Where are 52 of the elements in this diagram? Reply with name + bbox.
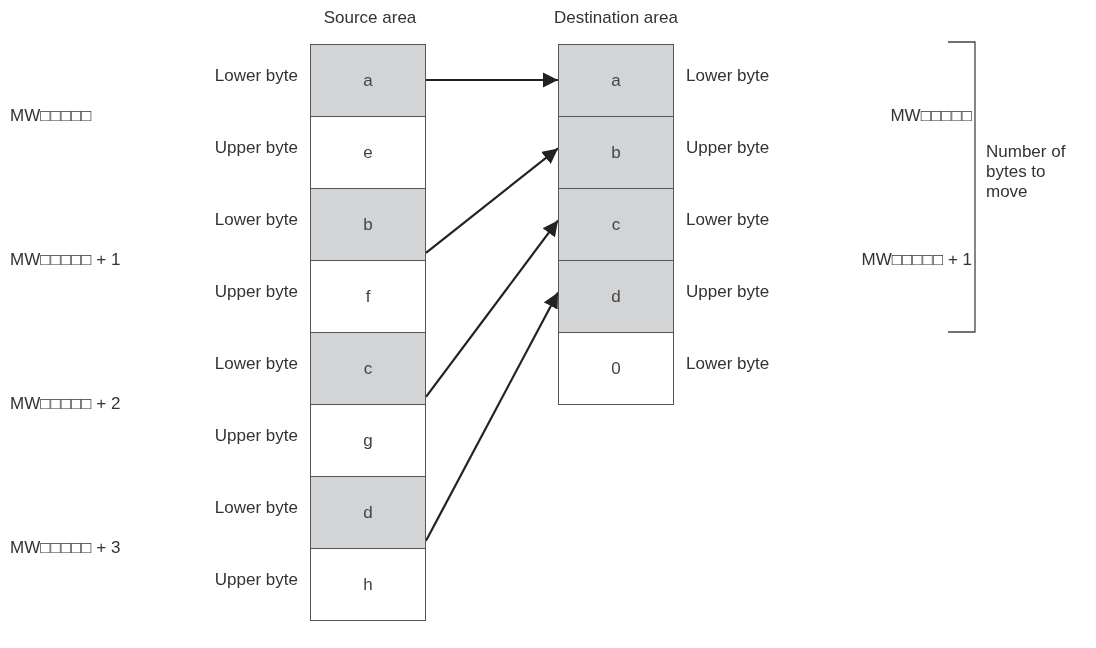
byte-label: Upper byte bbox=[213, 570, 298, 590]
byte-label: Upper byte bbox=[213, 138, 298, 158]
memory-cell bbox=[558, 116, 674, 189]
byte-label: Upper byte bbox=[686, 138, 771, 158]
address-label: MW□□□□□ bbox=[10, 106, 93, 126]
byte-label: Upper byte bbox=[213, 282, 298, 302]
memory-cell bbox=[310, 404, 426, 477]
memory-cell bbox=[558, 260, 674, 333]
byte-label: Upper byte bbox=[213, 426, 298, 446]
cell-value: b bbox=[611, 142, 621, 163]
cell-value: c bbox=[611, 214, 621, 235]
arrow bbox=[425, 219, 559, 398]
bracket-note: Number of bytes to move bbox=[986, 142, 1067, 202]
memory-cell bbox=[310, 188, 426, 261]
cell-value: a bbox=[363, 70, 373, 91]
byte-label: Lower byte bbox=[213, 210, 298, 230]
byte-label: Lower byte bbox=[686, 354, 771, 374]
byte-label: Lower byte bbox=[686, 210, 771, 230]
memory-cell bbox=[310, 548, 426, 621]
cell-value: e bbox=[363, 142, 373, 163]
byte-label: Lower byte bbox=[213, 354, 298, 374]
byte-label: Lower byte bbox=[213, 66, 298, 86]
arrow bbox=[425, 291, 559, 542]
address-label: MW□□□□□ + 3 bbox=[10, 538, 122, 558]
memory-cell bbox=[310, 44, 426, 117]
cell-value: 0 bbox=[611, 358, 621, 379]
cell-value: f bbox=[365, 286, 371, 307]
byte-label: Lower byte bbox=[213, 498, 298, 518]
cell-value: d bbox=[611, 286, 621, 307]
cell-value: a bbox=[611, 70, 621, 91]
memory-cell bbox=[558, 188, 674, 261]
address-label: MW□□□□□ + 1 bbox=[10, 250, 122, 270]
cell-value: d bbox=[363, 502, 373, 523]
cell-value: g bbox=[363, 430, 373, 451]
byte-label: Upper byte bbox=[686, 282, 771, 302]
memory-cell bbox=[310, 116, 426, 189]
byte-label: Lower byte bbox=[686, 66, 771, 86]
cell-value: b bbox=[363, 214, 373, 235]
memory-cell bbox=[310, 332, 426, 405]
area-heading: Source area bbox=[322, 8, 418, 28]
arrow bbox=[425, 147, 559, 254]
cell-value: h bbox=[363, 574, 373, 595]
memory-cell bbox=[310, 260, 426, 333]
cell-value: c bbox=[363, 358, 373, 379]
address-label: MW□□□□□ + 1 bbox=[860, 250, 972, 270]
area-heading: Destination area bbox=[553, 8, 679, 28]
arrow bbox=[426, 72, 558, 88]
memory-cell bbox=[558, 332, 674, 405]
memory-cell bbox=[558, 44, 674, 117]
memory-cell bbox=[310, 476, 426, 549]
address-label: MW□□□□□ + 2 bbox=[10, 394, 122, 414]
address-label: MW□□□□□ bbox=[889, 106, 972, 126]
